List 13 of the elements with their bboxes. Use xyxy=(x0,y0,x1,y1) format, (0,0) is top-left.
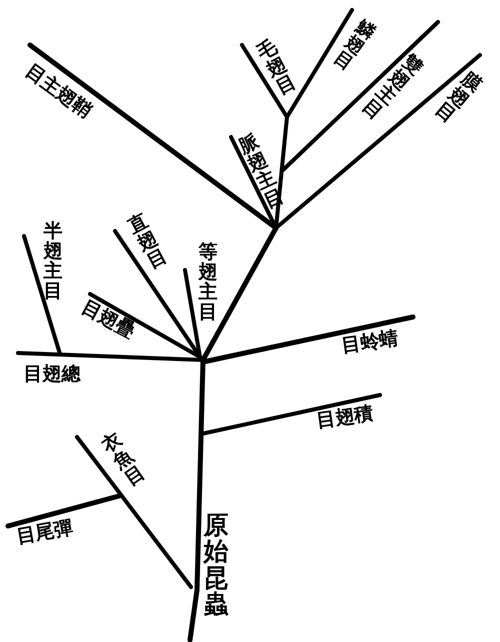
taxon-label: 毛翅目 xyxy=(254,37,300,99)
taxon-label: 目翅疊 xyxy=(78,298,138,342)
taxon-label: 等翅主目 xyxy=(198,243,218,323)
taxon-label: 目蛉蜻 xyxy=(340,329,400,357)
taxon-label: 目翅總 xyxy=(24,365,80,385)
taxon-label: 目翅積 xyxy=(315,404,375,432)
taxon-label: 衣魚目 xyxy=(99,430,149,490)
taxon-label: 目尾彈 xyxy=(15,518,75,548)
taxon-label: 原始昆蟲 xyxy=(204,512,228,618)
taxon-label: 直翅目 xyxy=(126,211,170,273)
taxon-label: 目主翅鞘 xyxy=(21,62,95,122)
taxon-label: 膜翅目 xyxy=(432,68,484,128)
taxon-label: 半翅主目 xyxy=(44,222,62,302)
